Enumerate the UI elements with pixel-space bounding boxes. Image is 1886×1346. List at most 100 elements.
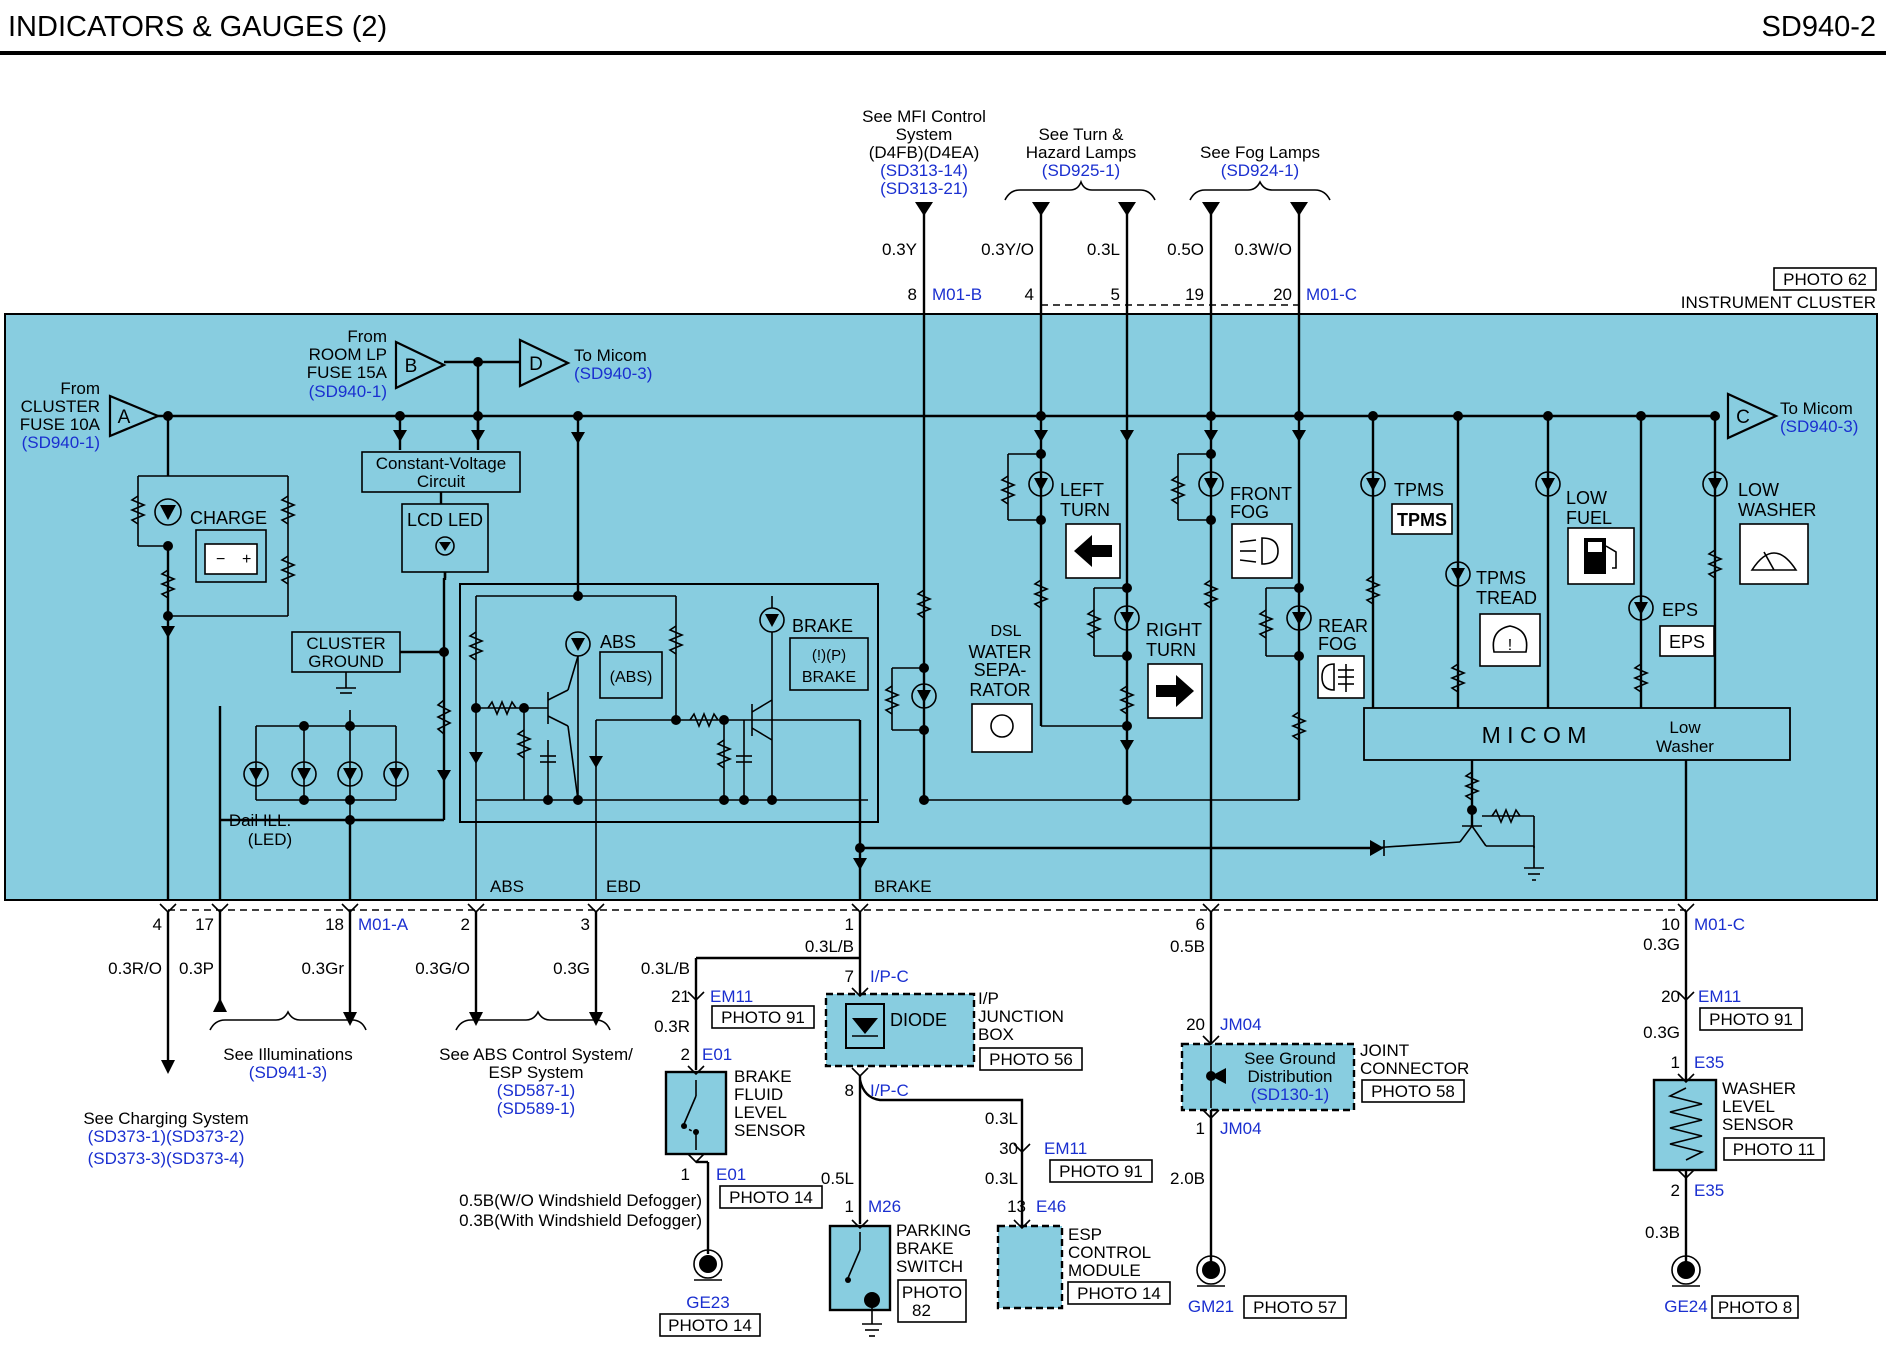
- svg-text:BOX: BOX: [978, 1025, 1014, 1044]
- svg-text:17: 17: [195, 915, 214, 934]
- svg-text:TPMS: TPMS: [1397, 510, 1447, 530]
- instrument-cluster-box: [4, 313, 1878, 901]
- svg-text:System: System: [896, 125, 953, 144]
- svg-text:Constant-Voltage: Constant-Voltage: [376, 454, 506, 473]
- svg-text:B: B: [405, 356, 418, 377]
- svg-text:0.3B(With Windshield Defogger): 0.3B(With Windshield Defogger): [459, 1211, 702, 1230]
- svg-text:SENSOR: SENSOR: [1722, 1115, 1794, 1134]
- svg-text:LEVEL: LEVEL: [734, 1103, 787, 1122]
- micom-block: M I C O M Low Washer: [1363, 707, 1791, 900]
- output-c: C To Micom (SD940-3): [1710, 392, 1858, 440]
- svg-text:From: From: [347, 327, 387, 346]
- svg-text:SEPA-: SEPA-: [974, 660, 1027, 680]
- svg-text:From: From: [60, 379, 100, 398]
- svg-text:GE24: GE24: [1664, 1297, 1707, 1316]
- svg-text:Low: Low: [1669, 718, 1701, 737]
- svg-text:82: 82: [912, 1301, 931, 1320]
- svg-text:(SD925-1): (SD925-1): [1042, 161, 1120, 180]
- svg-text:PHOTO 91: PHOTO 91: [1059, 1162, 1143, 1181]
- svg-text:TREAD: TREAD: [1476, 588, 1537, 608]
- svg-text:!: !: [1508, 637, 1512, 654]
- left-turn-indicator: LEFT TURN: [999, 310, 1127, 727]
- svg-text:EPS: EPS: [1662, 600, 1698, 620]
- svg-text:E35: E35: [1694, 1053, 1724, 1072]
- svg-text:0.3Y/O: 0.3Y/O: [981, 240, 1034, 259]
- svg-text:GROUND: GROUND: [308, 652, 384, 671]
- svg-text:0.3R/O: 0.3R/O: [108, 959, 162, 978]
- svg-text:GE23: GE23: [686, 1293, 729, 1312]
- svg-text:PHOTO 57: PHOTO 57: [1253, 1298, 1337, 1317]
- svg-text:See MFI Control: See MFI Control: [862, 107, 986, 126]
- svg-text:1: 1: [1196, 1119, 1205, 1138]
- svg-text:(SD940-1): (SD940-1): [22, 433, 100, 452]
- svg-text:I/P: I/P: [978, 989, 999, 1008]
- output-d: D To Micom (SD940-3): [518, 338, 652, 388]
- svg-text:8: 8: [908, 285, 917, 304]
- svg-text:M01-C: M01-C: [1306, 285, 1357, 304]
- svg-text:(LED): (LED): [248, 830, 292, 849]
- svg-text:ESP System: ESP System: [488, 1063, 583, 1082]
- svg-text:Distribution: Distribution: [1247, 1067, 1332, 1086]
- bottom-pins: 4 17 18 M01-A 2 3 1 6 10 M01-C: [153, 903, 1745, 934]
- svg-text:Hazard Lamps: Hazard Lamps: [1026, 143, 1137, 162]
- svg-text:(SD313-21): (SD313-21): [880, 179, 968, 198]
- svg-text:EM11: EM11: [710, 987, 753, 1006]
- svg-text:PHOTO 91: PHOTO 91: [1709, 1010, 1793, 1029]
- svg-text:0.3L: 0.3L: [1087, 240, 1120, 259]
- svg-text:0.3P: 0.3P: [179, 959, 214, 978]
- tpms-indicator: TPMS TPMS: [1360, 411, 1453, 708]
- svg-text:SWITCH: SWITCH: [896, 1257, 963, 1276]
- svg-text:ROOM LP: ROOM LP: [309, 345, 387, 364]
- svg-text:PHOTO 8: PHOTO 8: [1718, 1298, 1792, 1317]
- svg-text:E35: E35: [1694, 1181, 1724, 1200]
- svg-text:(!)(P): (!)(P): [812, 647, 846, 664]
- svg-text:E01: E01: [716, 1165, 746, 1184]
- svg-text:See Fog Lamps: See Fog Lamps: [1200, 143, 1320, 162]
- water-separator-indicator: DSL WATER SEPA- RATOR: [883, 310, 1033, 805]
- ip-junction: 0.3L/B 0.3L/B 7 I/P-C DIODE I/P JUNCTION…: [641, 912, 1083, 1226]
- charge-indicator: CHARGE − +: [129, 411, 297, 900]
- svg-text:0.3Y: 0.3Y: [882, 240, 917, 259]
- svg-text:PHOTO 14: PHOTO 14: [668, 1316, 752, 1335]
- svg-text:M I C O M: M I C O M: [1482, 722, 1587, 748]
- svg-text:LEVEL: LEVEL: [1722, 1097, 1775, 1116]
- svg-text:(SD940-3): (SD940-3): [1780, 417, 1858, 436]
- svg-text:FUSE 15A: FUSE 15A: [307, 363, 388, 382]
- svg-text:WASHER: WASHER: [1738, 500, 1816, 520]
- svg-text:JM04: JM04: [1220, 1119, 1262, 1138]
- svg-text:FRONT: FRONT: [1230, 484, 1292, 504]
- svg-text:(SD589-1): (SD589-1): [497, 1099, 575, 1118]
- svg-text:0.5O: 0.5O: [1167, 240, 1204, 259]
- svg-text:PHOTO 11: PHOTO 11: [1733, 1140, 1816, 1159]
- svg-text:0.5B(W/O Windshield Defogger): 0.5B(W/O Windshield Defogger): [459, 1191, 702, 1210]
- svg-text:RATOR: RATOR: [969, 680, 1030, 700]
- svg-text:2: 2: [681, 1045, 690, 1064]
- svg-text:EPS: EPS: [1669, 632, 1705, 652]
- svg-text:0.3L/B: 0.3L/B: [805, 937, 854, 956]
- svg-text:I/P-C: I/P-C: [870, 967, 909, 986]
- constant-voltage-circuit: Constant-Voltage Circuit LCD LED: [361, 411, 521, 573]
- top-ref-fog: See Fog Lamps (SD924-1): [1189, 143, 1331, 201]
- ground-joint-connector: 0.5B 20 JM04 See Ground Distribution (SD…: [1170, 912, 1469, 1319]
- svg-text:SENSOR: SENSOR: [734, 1121, 806, 1140]
- svg-text:0.3L: 0.3L: [985, 1169, 1018, 1188]
- svg-text:C: C: [1736, 407, 1750, 428]
- top-wires: 0.3Y 0.3Y/O 0.3L 0.5O 0.3W/O 8 4 5 19 20…: [882, 202, 1357, 310]
- cluster-photo-tag: [1773, 267, 1877, 291]
- svg-text:BRAKE: BRAKE: [792, 616, 853, 636]
- svg-text:See ABS Control System/: See ABS Control System/: [439, 1045, 633, 1064]
- brake-fluid-sensor: 21 EM11 PHOTO 91 0.3R 2 E01 BRAKE FLUID …: [459, 987, 823, 1337]
- svg-text:FUEL: FUEL: [1566, 508, 1612, 528]
- svg-text:PHOTO: PHOTO: [902, 1283, 962, 1302]
- bottom-refs: See Illuminations (SD941-3) See ABS Cont…: [83, 1045, 633, 1168]
- svg-text:TURN: TURN: [1146, 640, 1196, 660]
- svg-text:(SD940-3): (SD940-3): [574, 364, 652, 383]
- svg-text:CHARGE: CHARGE: [190, 508, 267, 528]
- page-code: SD940-2: [1762, 11, 1876, 43]
- svg-text:3: 3: [581, 915, 590, 934]
- svg-text:TURN: TURN: [1060, 500, 1110, 520]
- svg-text:M01-A: M01-A: [358, 915, 409, 934]
- svg-text:A: A: [118, 407, 131, 428]
- svg-text:−: −: [216, 551, 225, 568]
- low-fuel-indicator: LOW FUEL: [1535, 411, 1635, 708]
